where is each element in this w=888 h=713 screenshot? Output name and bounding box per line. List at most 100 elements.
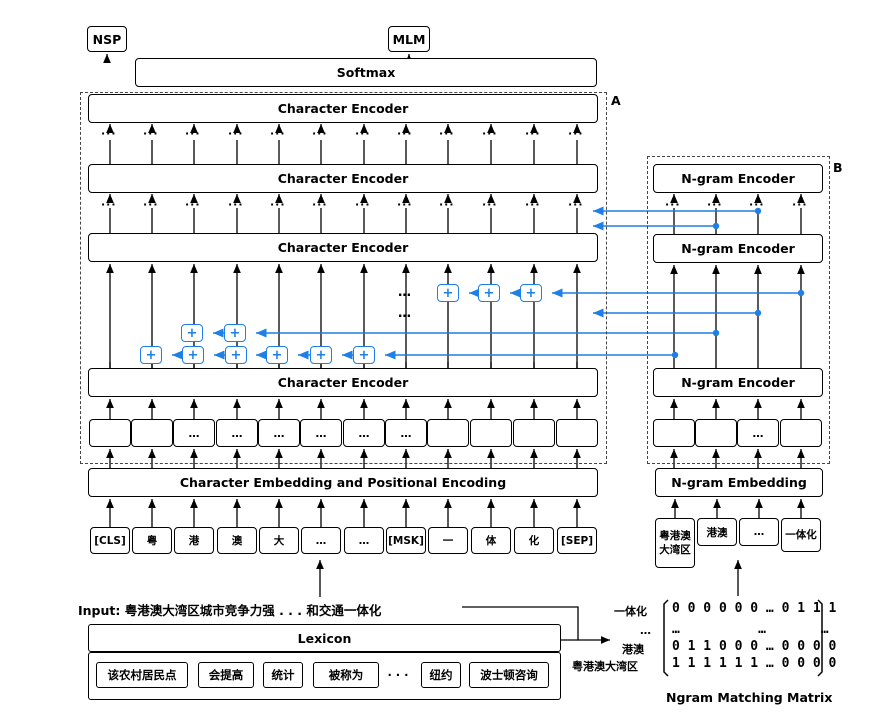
lexicon-title: Lexicon [88,624,561,652]
plus-icon: + [478,284,500,302]
layer-dots-mark: ··· [568,127,584,140]
embedding-cell [427,419,469,447]
matrix-row: … … … [672,622,829,637]
token-cell: 化 [514,527,554,554]
plus-icon: + [266,346,288,364]
layer-dots-mark: ··· [185,127,201,140]
junction-dot [797,289,805,297]
token-cell: [SEP] [557,527,597,554]
ngram-token-cell: … [739,518,779,546]
token-cell: … [301,527,341,554]
token-cell: 一 [428,527,468,554]
lexicon-item: 波士顿咨询 [469,662,549,688]
layer-dots-mark: ··· [525,127,541,140]
matrix-row-label: 粤港澳大湾区 [572,660,638,673]
group-label-a: A [611,93,621,108]
embedding-cell [556,419,598,447]
matrix-row: 0 0 0 0 0 0 … 0 1 1 1 [672,601,837,616]
junction-dot [754,207,762,215]
layer-dots-mark: ··· [228,127,244,140]
token-cell: [CLS] [90,527,130,554]
input-to-matrix [462,606,610,644]
plus-icon: + [437,284,459,302]
layer-dots-mark: ··· [101,198,117,211]
ngram-encoder-1: N-gram Encoder [653,368,823,397]
mlm-output: MLM [388,26,430,52]
matrix-row-label: 港澳 [622,643,644,656]
plus-icon: + [520,284,542,302]
plus-icon: + [225,346,247,364]
embedding-cell: … [385,419,427,447]
embedding-cell: … [300,419,342,447]
plus-icon: + [310,346,332,364]
embedding-cell: … [343,419,385,447]
layer-dots-mark: ··· [101,127,117,140]
junction-dot [712,222,720,230]
embedding-cell [470,419,512,447]
ngram-layer-dots-mark: ··· [707,198,723,211]
layer-dots-mark: ··· [439,198,455,211]
lexicon-item: 该农村居民点 [96,662,188,688]
ngram-embedding-cell [780,419,822,447]
layer-dots-mark: ··· [482,198,498,211]
token-cell: 体 [471,527,511,554]
character-encoder-2: Character Encoder [88,233,598,262]
layer-dots-mark: ··· [312,198,328,211]
layer-dots-mark: ··· [185,198,201,211]
plus-icon: + [353,346,375,364]
ellipsis-mid-1: … [398,285,412,300]
plus-icon: + [182,346,204,364]
layer-dots-mark: ··· [439,127,455,140]
layer-dots-mark: ··· [228,198,244,211]
layer-dots-mark: ··· [397,127,413,140]
token-cell: 粤 [132,527,172,554]
junction-dot [712,329,720,337]
matrix-brackets [663,599,823,677]
matrix-title: Ngram Matching Matrix [666,690,833,705]
lexicon-item: 被称为 [313,662,379,688]
ngram-encoder-2: N-gram Encoder [653,234,823,263]
ngram-embedding-cell: … [737,419,779,447]
layer-dots-mark: ··· [270,127,286,140]
embedding-cell [131,419,173,447]
ngram-encoder-group [647,156,830,464]
layer-dots-mark: ··· [270,198,286,211]
junction-dot [754,309,762,317]
ngram-layer-dots-mark: ··· [749,198,765,211]
token-cell: 港 [174,527,214,554]
ellipsis-mid-2: … [398,306,412,321]
matrix-row-label: 一体化 [614,605,647,618]
nsp-output: NSP [87,26,127,52]
layer-dots-mark: ··· [482,127,498,140]
ngram-embedding-cell [653,419,695,447]
matrix-row: 1 1 1 1 1 1 … 0 0 0 0 [672,656,837,671]
ngram-token-cell: 港澳 [697,518,737,546]
ngram-encoder-top: N-gram Encoder [653,164,823,193]
layer-dots-mark: ··· [355,127,371,140]
lexicon-item: 统计 [263,662,303,688]
embedding-cell [89,419,131,447]
character-encoder-3: Character Encoder [88,164,598,193]
layer-dots-mark: ··· [397,198,413,211]
ngram-embedding-layer: N-gram Embedding [655,468,823,497]
character-encoder-1: Character Encoder [88,368,598,397]
character-embedding-layer: Character Embedding and Positional Encod… [88,468,598,497]
embedding-cell [513,419,555,447]
plus-icon: + [224,324,246,342]
character-encoder-group [80,92,607,464]
input-sentence: Input: 粤港澳大湾区城市竞争力强 . . . 和交通一体化 [78,603,382,618]
plus-icon: + [140,346,162,364]
layer-dots-mark: ··· [312,127,328,140]
layer-dots-mark: ··· [525,198,541,211]
ngram-layer-dots-mark: ··· [792,198,808,211]
lexicon-item: · · · [387,668,409,682]
lexicon-item: 会提高 [198,662,254,688]
embedding-cell: … [173,419,215,447]
ngram-embedding-cell [695,419,737,447]
group-label-b: B [833,160,843,175]
token-cell: … [344,527,384,554]
ngram-layer-dots-mark: ··· [665,198,681,211]
layer-dots-mark: ··· [143,198,159,211]
ngram-token-cell: 一体化 [781,518,821,552]
lexicon-item: 纽约 [421,662,461,688]
